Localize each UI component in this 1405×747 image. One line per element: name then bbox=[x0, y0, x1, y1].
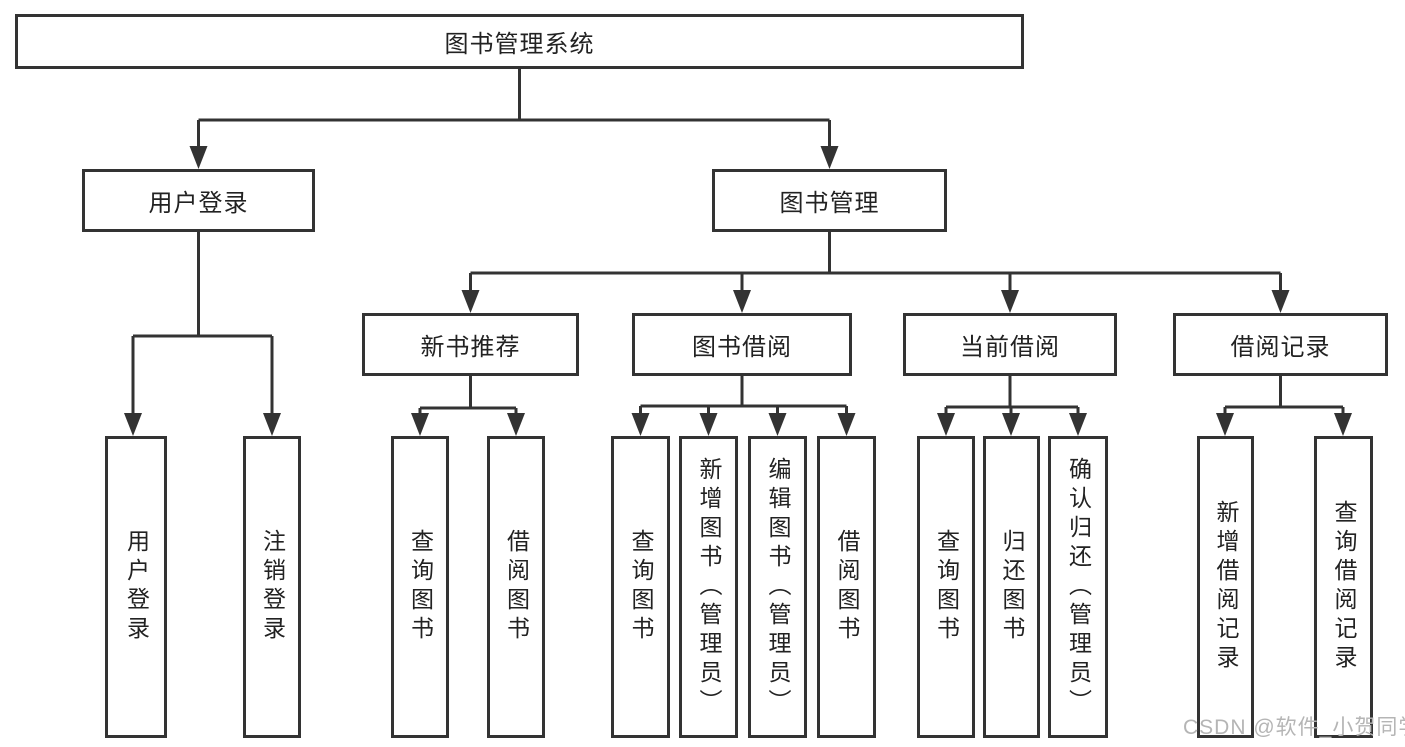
node-current-borrowing: 当前借阅 bbox=[903, 313, 1117, 376]
leaf-borrowing-borrow-books: 借阅图书 bbox=[817, 436, 876, 738]
leaf-newbook-borrow-books: 借阅图书 bbox=[487, 436, 545, 738]
leaf-user-login: 用户登录 bbox=[105, 436, 167, 738]
leaf-current-return-books: 归还图书 bbox=[983, 436, 1040, 738]
leaf-logout: 注销登录 bbox=[243, 436, 301, 738]
leaf-borrowing-add-books-admin: 新增图书（管理员） bbox=[679, 436, 738, 738]
leaf-records-query-borrow-record: 查询借阅记录 bbox=[1314, 436, 1373, 738]
leaf-records-add-borrow-record: 新增借阅记录 bbox=[1197, 436, 1254, 738]
watermark: CSDN @软件_小贺同学 bbox=[1183, 716, 1405, 739]
leaf-newbook-query-books: 查询图书 bbox=[391, 436, 449, 738]
node-borrowing-records: 借阅记录 bbox=[1173, 313, 1388, 376]
leaf-current-confirm-return-admin: 确认归还（管理员） bbox=[1048, 436, 1108, 738]
leaf-borrowing-edit-books-admin: 编辑图书（管理员） bbox=[748, 436, 807, 738]
node-new-book-recommend: 新书推荐 bbox=[362, 313, 579, 376]
leaf-current-query-books: 查询图书 bbox=[917, 436, 975, 738]
node-book-borrowing: 图书借阅 bbox=[632, 313, 852, 376]
node-book-management: 图书管理 bbox=[712, 169, 947, 232]
leaf-borrowing-query-books: 查询图书 bbox=[611, 436, 670, 738]
node-user-login: 用户登录 bbox=[82, 169, 315, 232]
node-library-management-system: 图书管理系统 bbox=[15, 14, 1024, 69]
